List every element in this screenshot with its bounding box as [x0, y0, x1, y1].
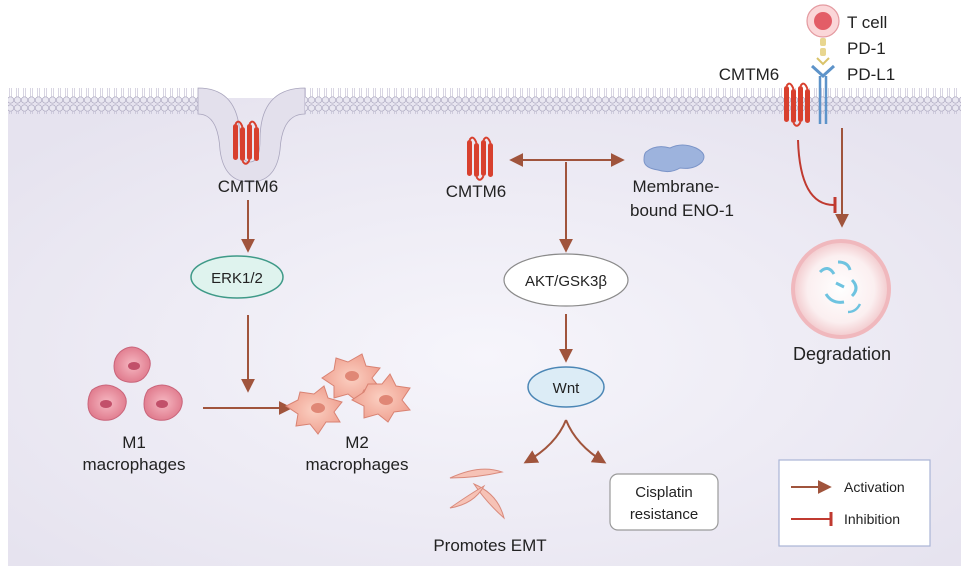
t-cell-icon [806, 4, 840, 38]
m2-macrophage-icon [285, 353, 411, 435]
legend-activation-label: Activation [844, 479, 905, 495]
erk-label: ERK1/2 [211, 270, 263, 287]
wnt-node [527, 366, 605, 408]
cmtm6-label-center: CMTM6 [446, 182, 506, 201]
legend-box [778, 459, 931, 547]
akt-gsk3b-node [503, 253, 629, 307]
emt-label: Promotes EMT [433, 536, 546, 555]
arrow-wnt-to-emt [523, 419, 567, 464]
m1-label-line1: M1 [122, 433, 146, 452]
pdl1-label: PD-L1 [847, 65, 895, 84]
m2-label-line2: macrophages [305, 455, 408, 474]
pd1-label: PD-1 [847, 39, 886, 58]
cell-membrane [8, 87, 961, 183]
pd1-receptor-icon [816, 38, 830, 66]
cisplatin-label-line1: Cisplatin [635, 484, 693, 501]
arrow-wnt-to-cisplatin [565, 419, 607, 464]
cisplatin-box [609, 473, 719, 531]
eno1-label-line2: bound ENO-1 [630, 201, 734, 220]
legend-inhibition-label: Inhibition [844, 511, 900, 527]
degradation-lysosome-icon [791, 239, 891, 339]
eno1-protein-icon [643, 144, 705, 173]
legend: Activation Inhibition [778, 459, 931, 547]
erk-node [190, 255, 284, 299]
degradation-label: Degradation [793, 344, 891, 364]
emt-cells-icon [449, 468, 505, 520]
cisplatin-label-line2: resistance [630, 506, 698, 523]
eno1-label-line1: Membrane- [633, 177, 720, 196]
pdl1-ligand-icon [810, 64, 836, 124]
akt-gsk3b-label: AKT/GSK3β [525, 273, 607, 290]
m1-macrophage-icon [87, 346, 183, 421]
inhibition-line [797, 139, 835, 206]
cmtm6-label-left: CMTM6 [218, 177, 278, 196]
m1-label-line2: macrophages [82, 455, 185, 474]
m2-label-line1: M2 [345, 433, 369, 452]
tcell-label: T cell [847, 13, 887, 32]
cmtm6-label-right: CMTM6 [719, 65, 779, 84]
wnt-label: Wnt [553, 380, 581, 397]
